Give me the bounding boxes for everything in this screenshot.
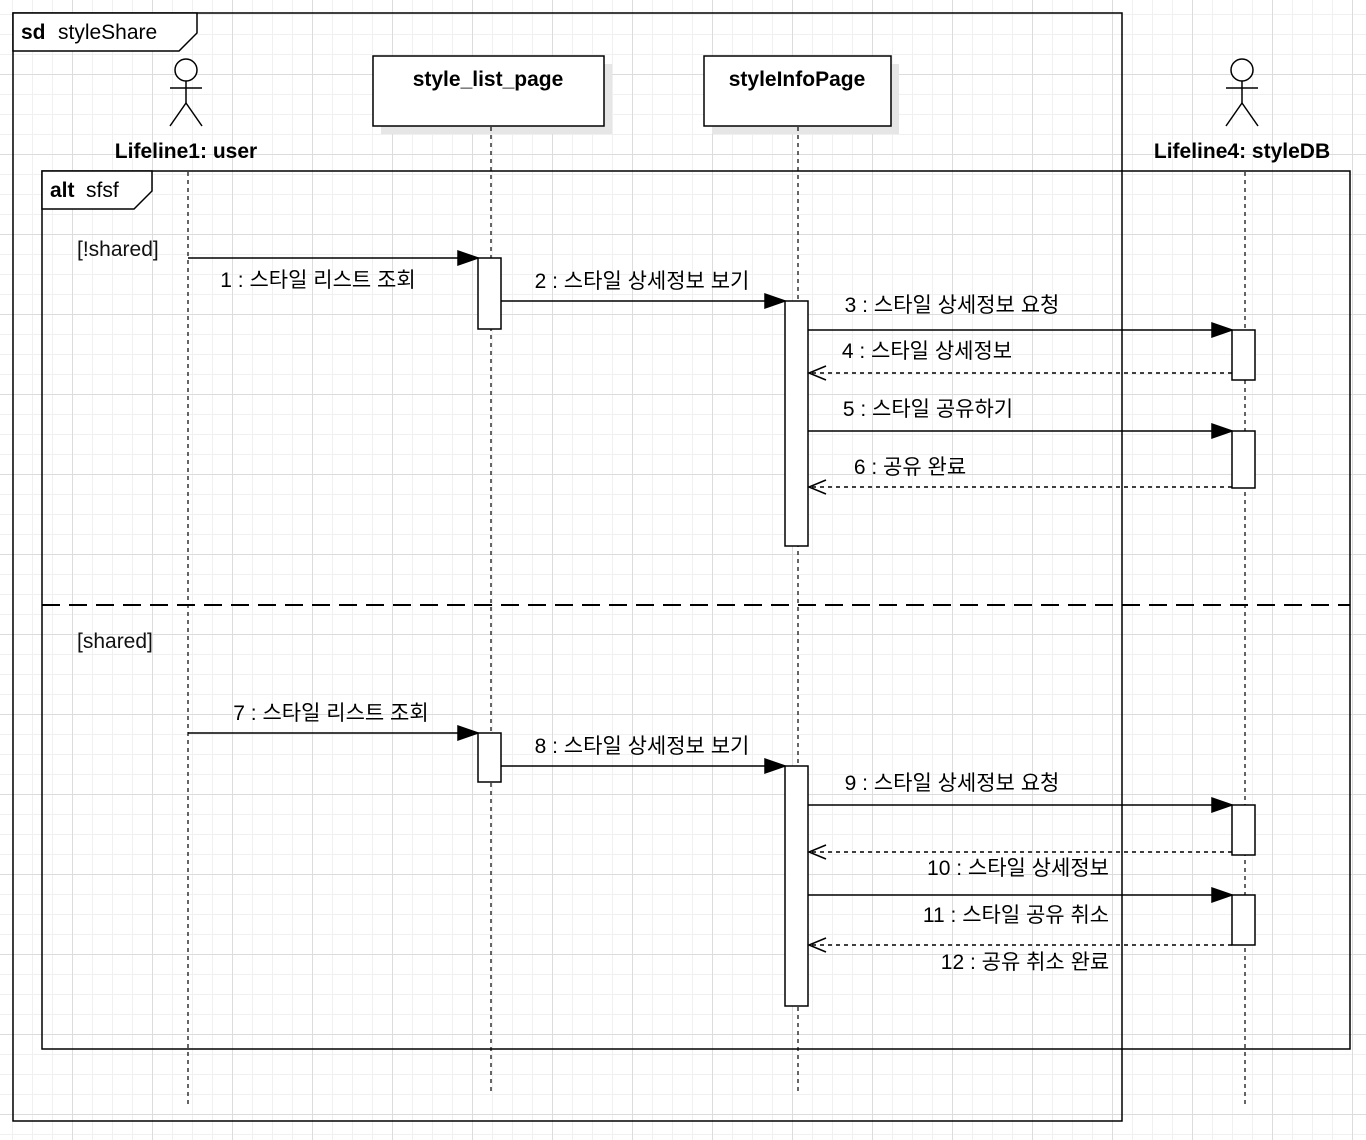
activation-db-3 (1231, 804, 1256, 856)
message-arrow-5 (808, 422, 1235, 440)
message-arrow-9 (808, 796, 1235, 814)
message-arrow-6 (807, 479, 1232, 495)
message-label-9: 9 : 스타일 상세정보 요청 (845, 772, 1060, 795)
frame-name: styleShare (58, 21, 157, 44)
sd-frame: sd styleShare (12, 12, 1123, 1122)
message-label-11: 11 : 스타일 공유 취소 (923, 904, 1109, 927)
fragment-name: sfsf (86, 179, 119, 202)
activation-db-4 (1231, 894, 1256, 946)
message-label-6: 6 : 공유 완료 (854, 456, 966, 479)
message-arrow-3 (808, 321, 1235, 339)
fragment-operator: alt (50, 179, 75, 202)
message-arrow-11 (808, 886, 1235, 904)
message-arrow-1 (188, 249, 481, 267)
guard-shared: [shared] (77, 630, 153, 653)
actor-user-icon[interactable] (169, 58, 203, 127)
activation-info-2 (784, 765, 809, 1007)
lifeline-label-style-list-page: style_list_page (413, 68, 564, 91)
activation-list-1 (477, 257, 502, 330)
message-label-5: 5 : 스타일 공유하기 (843, 398, 1013, 421)
activation-list-2 (477, 732, 502, 783)
message-label-3: 3 : 스타일 상세정보 요청 (845, 294, 1060, 317)
frame-keyword: sd (21, 21, 46, 44)
activation-db-2 (1231, 430, 1256, 489)
lifeline-label-style-info-page: styleInfoPage (729, 68, 866, 91)
message-arrow-12 (807, 937, 1232, 953)
lifeline-head-style-info-page[interactable]: styleInfoPage (703, 55, 899, 134)
actor-styledb-icon[interactable] (1225, 58, 1259, 127)
alt-fragment: alt sfsf [!shared] [shared] (41, 170, 1351, 1050)
lifeline-label-user: Lifeline1: user (115, 140, 257, 163)
message-label-4: 4 : 스타일 상세정보 (842, 340, 1012, 363)
lifeline-head-style-list-page[interactable]: style_list_page (372, 55, 612, 134)
message-arrow-10 (807, 844, 1232, 860)
message-label-1: 1 : 스타일 리스트 조회 (220, 269, 415, 292)
message-arrow-8 (501, 757, 788, 775)
activation-db-1 (1231, 329, 1256, 381)
message-arrow-2 (501, 292, 788, 310)
message-arrow-4 (807, 365, 1232, 381)
message-label-8: 8 : 스타일 상세정보 보기 (535, 735, 750, 758)
message-label-10: 10 : 스타일 상세정보 (927, 857, 1109, 880)
lifeline-label-styledb: Lifeline4: styleDB (1154, 140, 1330, 163)
activation-info-1 (784, 300, 809, 547)
message-label-7: 7 : 스타일 리스트 조회 (233, 702, 428, 725)
message-label-2: 2 : 스타일 상세정보 보기 (535, 270, 750, 293)
message-label-12: 12 : 공유 취소 완료 (941, 951, 1109, 974)
guard-not-shared: [!shared] (77, 238, 159, 261)
message-arrow-7 (188, 724, 481, 742)
